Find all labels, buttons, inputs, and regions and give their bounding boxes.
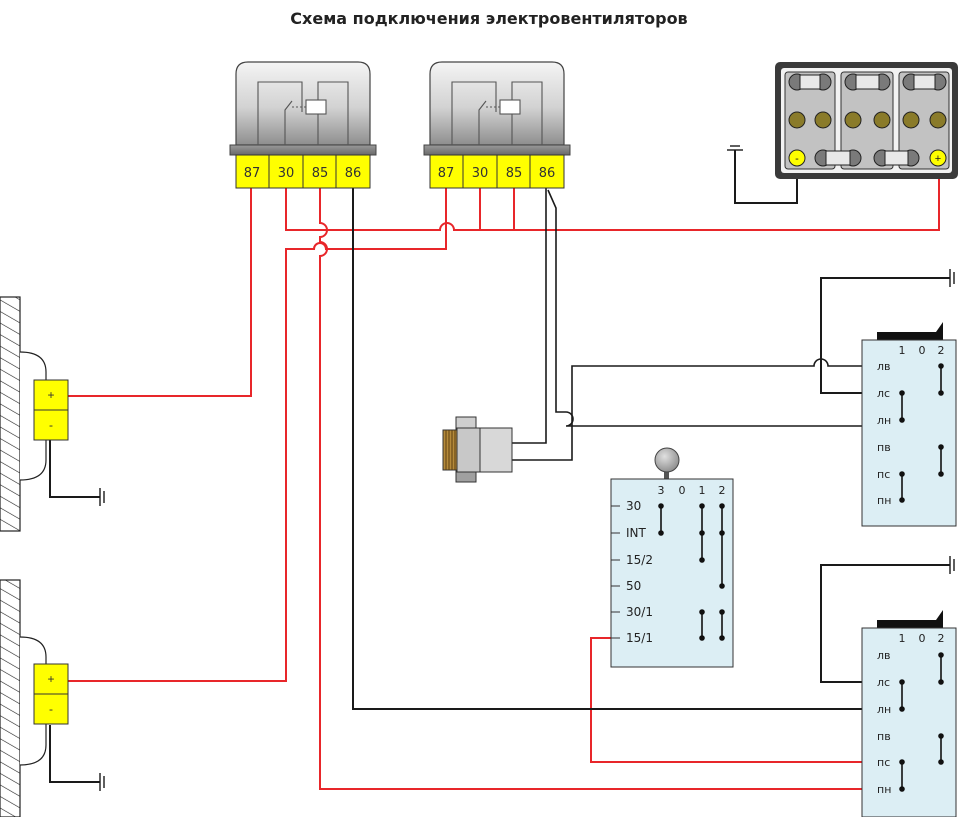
battery-cell	[898, 71, 950, 170]
ignition-key-stem	[664, 466, 669, 480]
relay-body	[429, 61, 565, 146]
battery-cell	[784, 71, 836, 170]
thermo-sensor	[442, 416, 513, 483]
relay-pin-label: 30	[278, 166, 295, 181]
ignition-terminal-label: 15/2	[626, 553, 653, 567]
ground-symbols	[99, 145, 955, 791]
battery-cell	[840, 71, 894, 170]
switch-contact-label: пн	[877, 783, 891, 796]
switch-contact-label: лн	[877, 703, 891, 716]
ignition-panel	[610, 478, 734, 668]
switch-contact-label: лс	[877, 676, 890, 689]
wire-relay1-87-fan1	[68, 188, 252, 397]
battery: - +	[775, 62, 958, 179]
switch-contact-label: лн	[877, 414, 891, 427]
switch-contact-label: лв	[877, 360, 891, 373]
relay-pin-label: 86	[539, 166, 556, 181]
relay-pin-label: 30	[472, 166, 489, 181]
relay-base	[423, 144, 571, 156]
fan-plus-label: +	[47, 672, 54, 686]
wire-relay1-86-switch2	[352, 188, 864, 710]
relay-pin-label: 85	[506, 166, 523, 181]
switch-2: 1 0 2 лв лс лн пв пс пн	[861, 610, 957, 817]
wire-fan1-ground	[49, 440, 100, 498]
wire-relay1-85-switch2	[319, 188, 864, 790]
switch-1: 1 0 2 лв лс лн пв пс пн	[861, 322, 957, 527]
switch-position-label: 1	[899, 344, 906, 357]
switch-contact-label: пв	[877, 441, 891, 454]
ground-icon	[727, 145, 743, 151]
wires	[49, 150, 950, 790]
fan-minus-label: -	[49, 702, 53, 716]
wire-ign-151-switch2	[590, 637, 864, 763]
fan-1: + -	[0, 296, 69, 532]
wire-switch2-ground	[820, 564, 950, 683]
ignition-switch: 3 0 1 2 30 INT 15/2 50 30/1 15/1	[610, 447, 734, 668]
switch-position-label: 2	[938, 632, 945, 645]
fan-minus-label: -	[49, 418, 53, 432]
switch-contact-label: пс	[877, 468, 890, 481]
switch-contact-label: лс	[877, 387, 890, 400]
fan-plus-label: +	[47, 388, 54, 402]
wire-switch1-ground	[820, 277, 950, 394]
battery-positive-terminal	[929, 149, 947, 167]
switch-position-label: 0	[919, 344, 926, 357]
fan-frame	[0, 579, 21, 817]
ignition-contacts-icon	[658, 503, 725, 641]
ignition-position-label: 0	[679, 484, 686, 497]
ignition-terminal-label: 50	[626, 579, 641, 593]
relay-base	[229, 144, 377, 156]
relay-pin-label: 86	[345, 166, 362, 181]
switch-contact-label: пс	[877, 756, 890, 769]
wire-battery-ground	[734, 150, 798, 204]
switch-contact-label: пв	[877, 730, 891, 743]
diagram-title: Схема подключения электровентиляторов	[290, 9, 687, 28]
wire-relay2-87-fan2	[68, 188, 447, 682]
ignition-terminal-ticks	[611, 505, 620, 639]
switch-rocker-icon	[877, 610, 943, 628]
sensor-body	[456, 427, 481, 473]
relay-1: 87 30 85 86	[229, 61, 377, 189]
sensor-head	[477, 427, 513, 473]
ignition-terminal-label: 30	[626, 499, 641, 513]
battery-negative-terminal	[788, 149, 806, 167]
ignition-position-label: 2	[719, 484, 726, 497]
relay-coil-icon	[451, 81, 543, 145]
switch-contacts-icon	[899, 652, 944, 792]
switch-contacts-icon	[899, 363, 944, 503]
switch-position-label: 1	[899, 632, 906, 645]
switch-rocker-icon	[877, 322, 943, 340]
battery-plus-label: +	[935, 153, 941, 165]
relay-coil-icon	[257, 81, 349, 145]
relay-2: 87 30 85 86	[423, 61, 571, 189]
ground-icon	[949, 269, 955, 287]
fan-frame	[0, 296, 21, 532]
ignition-terminal-label: 30/1	[626, 605, 653, 619]
relay-body	[235, 61, 371, 146]
switch-contact-label: пн	[877, 494, 891, 507]
ignition-position-label: 1	[699, 484, 706, 497]
wire-relay2-86-sensor-a	[512, 188, 547, 444]
wire-relay2-86-switch1-ln	[547, 189, 864, 427]
switch-contact-label: лв	[877, 649, 891, 662]
ground-icon	[99, 488, 105, 506]
relay-pin-label: 85	[312, 166, 329, 181]
relay-pin-label: 87	[438, 166, 455, 181]
ground-icon	[949, 556, 955, 574]
ignition-terminal-label: INT	[626, 526, 647, 540]
sensor-top	[455, 416, 477, 430]
battery-minus-label: -	[795, 153, 799, 165]
switch-position-label: 2	[938, 344, 945, 357]
wire-fan2-ground	[49, 725, 100, 783]
ignition-terminal-label: 15/1	[626, 631, 653, 645]
switch-position-label: 0	[919, 632, 926, 645]
wire-sensor-switch1-lv	[512, 358, 864, 461]
ground-icon	[99, 773, 105, 791]
fan-2: + -	[0, 579, 69, 817]
ignition-position-label: 3	[658, 484, 665, 497]
ignition-key-icon	[654, 447, 680, 473]
relay-pin-label: 87	[244, 166, 261, 181]
